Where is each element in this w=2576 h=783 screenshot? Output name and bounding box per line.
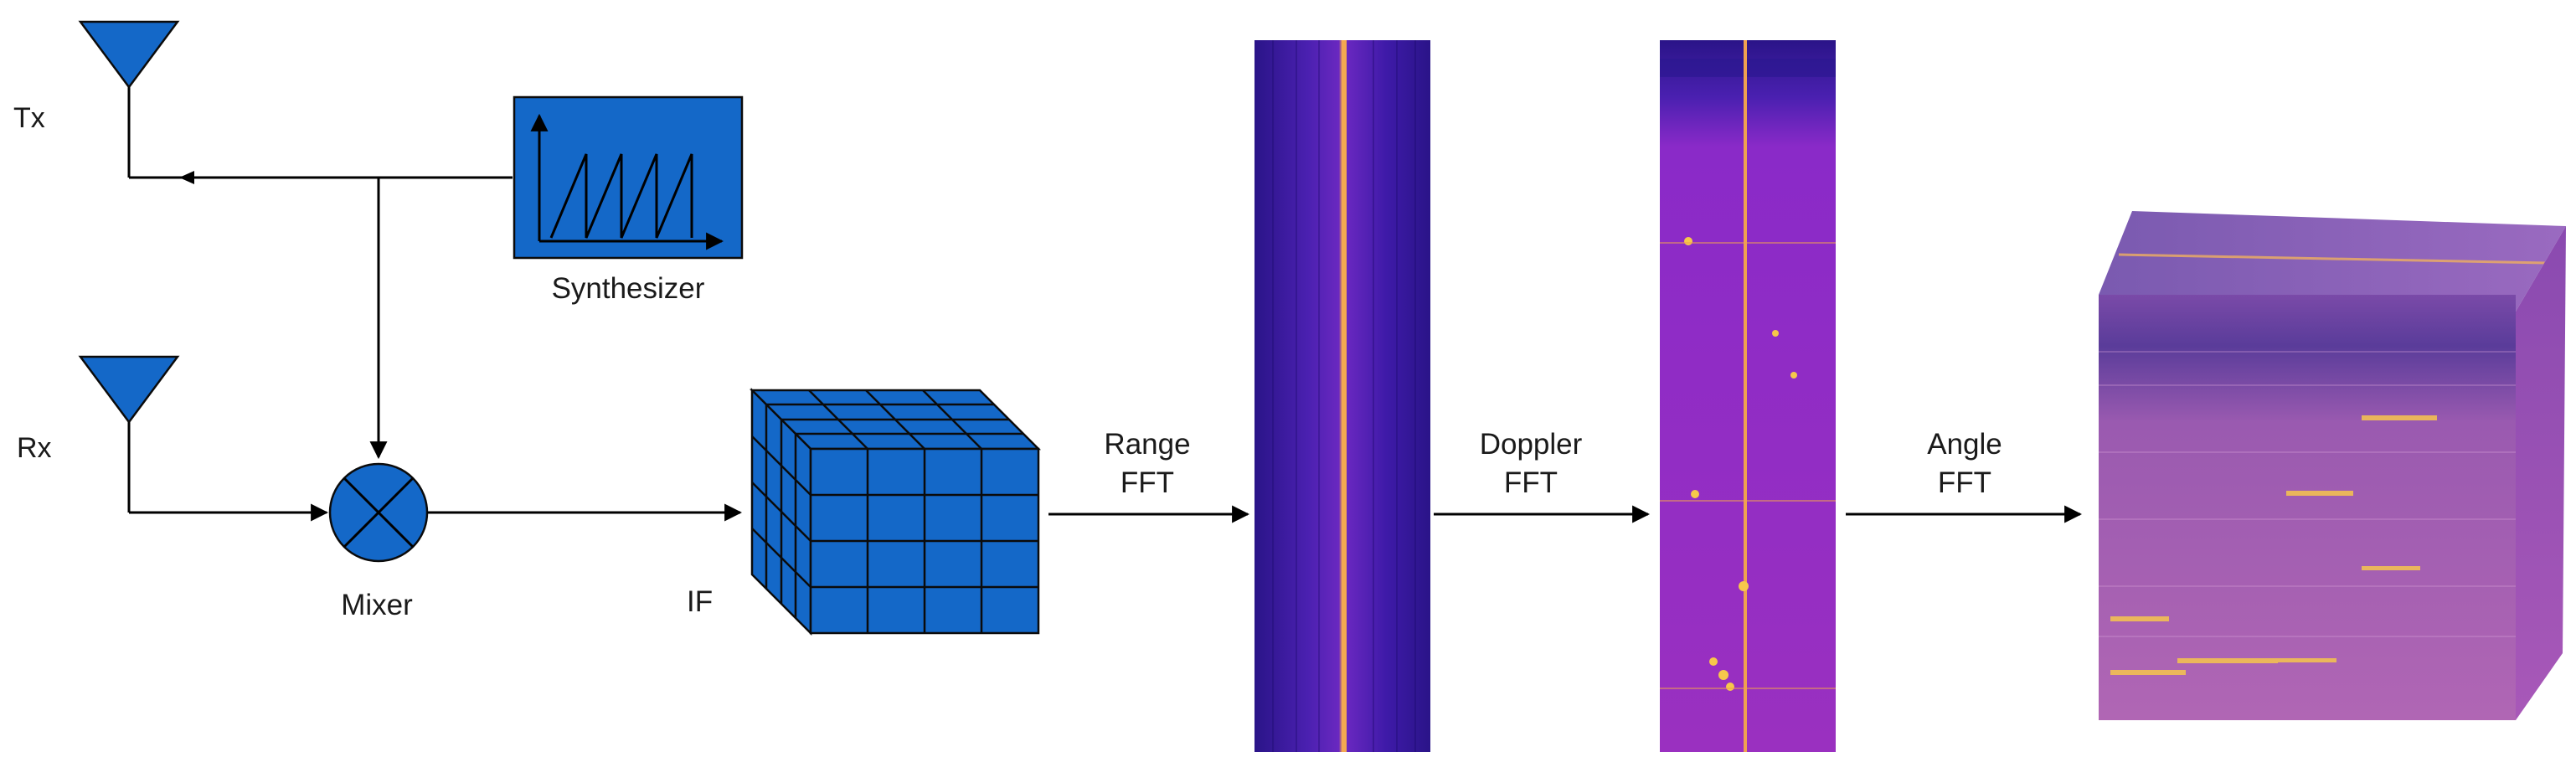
rx-antenna-icon: [78, 355, 180, 513]
if-label: IF: [687, 585, 713, 618]
mixer-label: Mixer: [341, 589, 413, 621]
doppler-fft-label-line1: Doppler: [1480, 428, 1583, 461]
tx-feed-arrowhead: [179, 171, 194, 184]
range-heatmap: [1255, 40, 1430, 752]
synthesizer-label: Synthesizer: [552, 272, 705, 305]
doppler-fft-label-line2: FFT: [1504, 466, 1558, 499]
angle-fft-label-line1: Angle: [1927, 428, 2002, 461]
mixer-icon: [328, 462, 429, 563]
rx-label: Rx: [17, 432, 52, 464]
angle-fft-label-line2: FFT: [1938, 466, 1991, 499]
range-fft-label-line1: Range: [1104, 428, 1190, 461]
tx-antenna-icon: [78, 20, 180, 178]
tx-label: Tx: [13, 102, 45, 134]
if-data-cube: [749, 387, 1042, 636]
doppler-heatmap: [1660, 40, 1836, 752]
synthesizer-block: [513, 95, 744, 260]
range-fft-label-line2: FFT: [1121, 466, 1174, 499]
radar-data-cube: [2099, 211, 2566, 720]
